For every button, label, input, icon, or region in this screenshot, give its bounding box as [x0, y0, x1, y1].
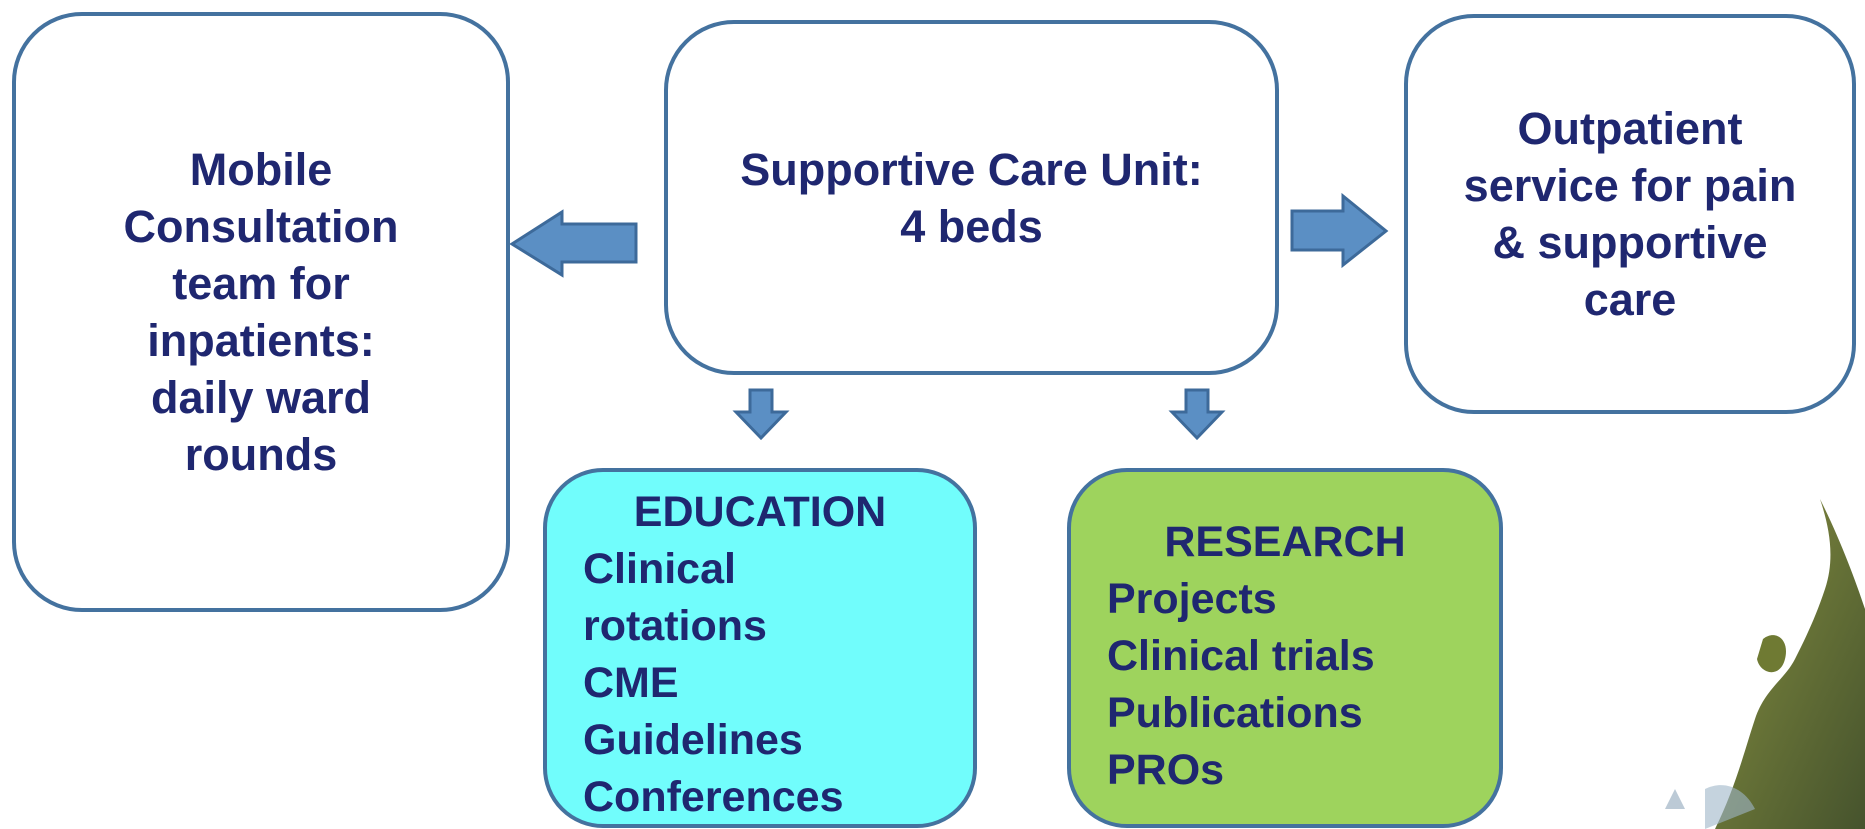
education-box: EDUCATION Clinical rotations CME Guideli…: [543, 468, 977, 828]
mobile-line-2: Consultation: [123, 201, 399, 252]
outpatient-service-box: Outpatient service for pain & supportive…: [1404, 14, 1856, 414]
arrow-down-education: [732, 388, 790, 441]
mobile-consultation-box: Mobile Consultation team for inpatients:…: [12, 12, 510, 612]
education-item: Guidelines: [583, 716, 803, 764]
scu-line-1: Supportive Care Unit:: [740, 143, 1203, 195]
outpatient-line-1: Outpatient: [1517, 103, 1743, 154]
outpatient-line-3: & supportive: [1492, 217, 1768, 268]
arrow-down-research: [1168, 388, 1226, 441]
outpatient-line-2: service for pain: [1463, 160, 1797, 211]
outpatient-line-4: care: [1583, 274, 1677, 325]
mobile-line-4: inpatients:: [147, 315, 375, 366]
arrow-right: [1290, 192, 1389, 269]
education-item: rotations: [583, 602, 767, 650]
mobile-line-6: rounds: [184, 429, 338, 480]
mobile-line-5: daily ward: [150, 372, 372, 423]
statue-image: [1665, 499, 1865, 829]
research-item: Publications: [1107, 689, 1363, 737]
research-box: RESEARCH Projects Clinical trials Public…: [1067, 468, 1503, 828]
mobile-line-3: team for: [172, 258, 350, 309]
scu-line-2: 4 beds: [900, 200, 1043, 252]
arrow-left: [509, 209, 638, 278]
education-item: Conferences: [583, 773, 844, 821]
research-item: Projects: [1107, 575, 1277, 623]
education-title: EDUCATION: [633, 488, 887, 536]
mobile-line-1: Mobile: [189, 144, 333, 195]
education-item: CME: [583, 659, 679, 707]
supportive-care-unit-box: Supportive Care Unit: 4 beds: [664, 20, 1279, 375]
education-item: Clinical: [583, 545, 736, 593]
research-title: RESEARCH: [1164, 518, 1406, 566]
research-item: PROs: [1107, 746, 1225, 794]
research-item: Clinical trials: [1107, 632, 1375, 680]
